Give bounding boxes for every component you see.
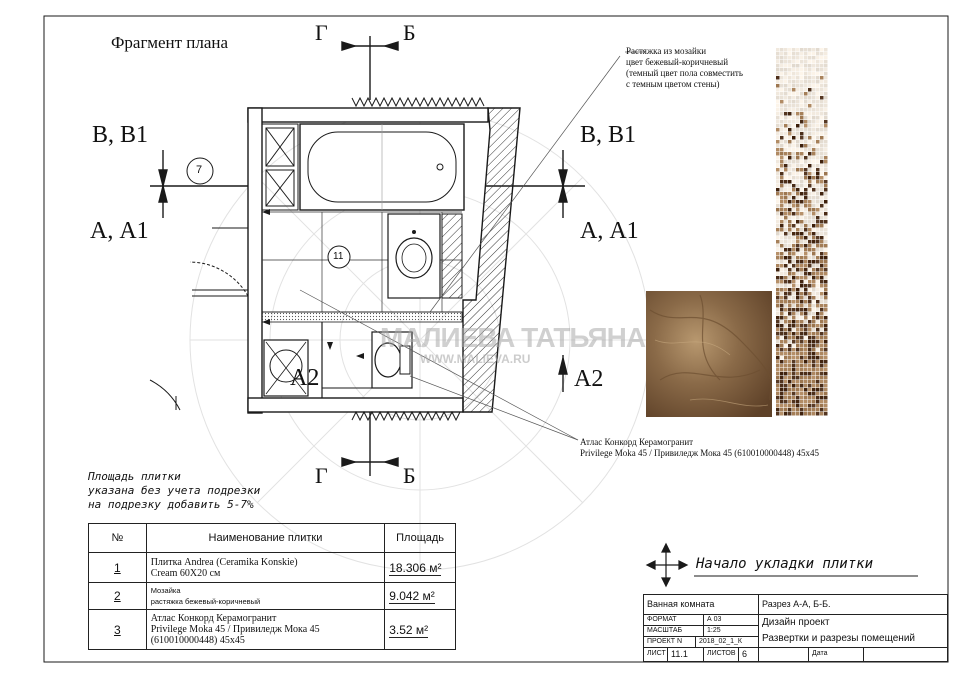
- break-line-bottom: [351, 410, 461, 422]
- section-label-a2-plan: А2: [290, 365, 320, 391]
- row-name: Атлас Конкорд Керамогранит Privilege Mok…: [145, 609, 386, 650]
- title-block-project-label: ПРОЕКТ N: [644, 637, 696, 648]
- door-swing: [149, 227, 249, 411]
- table-row: 1 Плитка Andrea (Ceramika Konskie) Cream…: [88, 552, 456, 583]
- row-name: Мозайка растяжка бежевый-коричневый: [145, 582, 386, 610]
- callout-leaders: [299, 51, 645, 441]
- title-block-date-label: Дата: [809, 648, 864, 661]
- section-marker-left: [150, 150, 255, 218]
- row-name-line1: Плитка Andrea (Ceramika Konskie): [150, 556, 298, 568]
- table-row: 2 Мозайка растяжка бежевый-коричневый 9.…: [88, 582, 456, 610]
- mosaic-callout-line3: (темный цвет пола совместить: [626, 68, 743, 78]
- title-block-format-label: ФОРМАТ: [644, 615, 704, 626]
- row-area: 9.042 м²: [384, 582, 456, 610]
- sink-cabinet: [441, 213, 463, 299]
- marble-tile-sample: [646, 291, 772, 417]
- table-header-row: № Наименование плитки Площадь: [88, 523, 456, 553]
- granite-callout-line2: Privilege Moka 45 / Привиледж Мока 45 (6…: [580, 448, 820, 458]
- room-walls: [247, 107, 521, 414]
- title-block-sheet-title: Разрез А-А, Б-Б.: [759, 595, 947, 615]
- row-name-line1: Атлас Конкорд Керамогранит: [150, 613, 277, 624]
- watermark-site: WWW.MALIEVA.RU: [420, 352, 531, 366]
- section-marker-bottom: [341, 412, 399, 476]
- mosaic-callout: Растяжка из мозайки цвет бежевый-коричне…: [626, 46, 743, 90]
- sheet-frame: [43, 15, 949, 663]
- room-11-label: 11: [333, 251, 344, 262]
- tiling-start-label: Начало укладки плитки: [696, 556, 874, 572]
- table-header-num: №: [88, 523, 147, 553]
- mosaic-callout-line4: с темным цветом стены): [626, 79, 720, 89]
- title-block-scale-value: 1:25: [704, 626, 759, 637]
- section-label-top-left: Г: [315, 20, 328, 45]
- title-block-sheet-value: 11.1: [668, 648, 704, 661]
- row-name-line1: Мозайка: [150, 586, 181, 595]
- table-header-name: Наименование плитки: [145, 523, 386, 553]
- watermark-main: МАЛИЕВА ТАТЬЯНА: [380, 322, 646, 353]
- area-note-line3: на подрезку добавить 5-7%: [88, 498, 254, 511]
- row-name-line2: Cream 60Х20 см: [150, 567, 221, 579]
- section-label-right-lower: А, А1: [580, 218, 639, 244]
- tile-table: № Наименование плитки Площадь 1 Плитка A…: [88, 523, 456, 650]
- title-block-project-value: 2018_02_1_К: [696, 637, 759, 648]
- title-block-scale-label: МАСШТАБ: [644, 626, 704, 637]
- row-area-value: 18.306 м²: [389, 560, 442, 576]
- bathtub: [299, 123, 465, 211]
- row-area: 18.306 м²: [384, 552, 456, 583]
- tile-start-arrows: [262, 209, 364, 359]
- title-block: Ванная комната Разрез А-А, Б-Б. ФОРМАТ А…: [643, 594, 948, 662]
- area-note-line1: Площадь плитки: [88, 470, 181, 483]
- mosaic-gradient-sample: [776, 48, 828, 416]
- axis-7-bubble: [186, 157, 214, 185]
- section-label-bottom-left: Г: [315, 463, 328, 488]
- row-num: 3: [88, 609, 147, 650]
- section-label-left-lower: А, А1: [90, 218, 149, 244]
- sink: [387, 213, 441, 299]
- mosaic-callout-line2: цвет бежевый-коричневый: [626, 57, 729, 67]
- break-line-top: [351, 96, 485, 108]
- title-block-description: Развертки и разрезы помещений: [759, 631, 947, 648]
- title-block-format-value: А 03: [704, 615, 759, 626]
- title-block-sheets-value: 6: [739, 648, 759, 661]
- washing-machine: [263, 339, 309, 397]
- row-name-line2: растяжка бежевый-коричневый: [150, 597, 261, 606]
- storage-shelves: [261, 123, 299, 211]
- title-block-project-type: Дизайн проект: [762, 617, 830, 628]
- area-note-line2: указана без учета подрезки: [88, 484, 261, 497]
- title-block-blank: [759, 648, 809, 661]
- axis-7-label: 7: [196, 164, 203, 176]
- row-area-value: 9.042 м²: [389, 589, 435, 604]
- plan-title: Фрагмент плана: [111, 33, 229, 52]
- row-name: Плитка Andrea (Ceramika Konskie) Cream 6…: [145, 552, 386, 583]
- section-label-bottom-right: Б: [403, 463, 416, 488]
- row-name-line2: Privilege Moka 45 / Привиледж Мока 45: [150, 624, 320, 635]
- row-num: 2: [88, 582, 147, 610]
- row-area-value: 3.52 м²: [389, 622, 429, 638]
- mosaic-callout-line1: Растяжка из мозайки: [626, 46, 707, 56]
- section-label-left-upper: В, В1: [92, 122, 149, 148]
- mosaic-strip: [261, 311, 463, 323]
- granite-callout-line1: Атлас Конкорд Керамогранит: [580, 437, 694, 447]
- title-block-sheet-label: ЛИСТ: [644, 648, 668, 661]
- row-num: 1: [88, 552, 147, 583]
- section-marker-top: [341, 36, 399, 100]
- title-block-room: Ванная комната: [644, 595, 759, 615]
- row-name-line3: (610010000448) 45х45: [150, 635, 245, 646]
- toilet: [371, 331, 413, 389]
- room-11-bubble: [327, 245, 351, 269]
- area-note: Площадь плитки указана без учета подрезк…: [88, 470, 260, 512]
- section-label-a2-right: А2: [574, 366, 604, 392]
- title-block-sheets-label: ЛИСТОВ: [704, 648, 739, 661]
- table-row: 3 Атлас Конкорд Керамогранит Privilege M…: [88, 609, 456, 650]
- table-header-area: Площадь: [384, 523, 456, 553]
- granite-callout: Атлас Конкорд Керамогранит Privilege Mok…: [580, 437, 819, 459]
- row-area: 3.52 м²: [384, 609, 456, 650]
- tiling-start-symbol: [645, 542, 689, 588]
- section-label-top-right: Б: [403, 20, 416, 45]
- section-label-right-upper: В, В1: [580, 122, 637, 148]
